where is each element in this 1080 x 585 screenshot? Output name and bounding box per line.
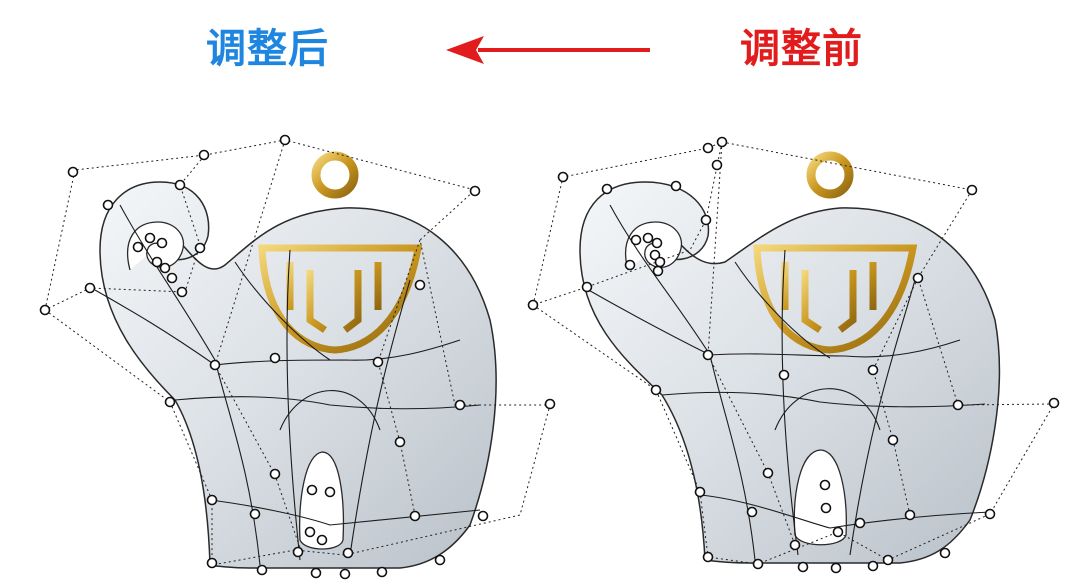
left-arrow-icon	[446, 36, 650, 64]
gold-ring-icon	[311, 151, 359, 199]
gold-emblem-icon	[753, 211, 918, 354]
pendant-before	[527, 136, 1060, 574]
gold-emblem-icon	[258, 211, 423, 354]
gold-ring-icon	[806, 151, 854, 199]
label-before: 调整前	[740, 26, 863, 72]
pendant-after	[39, 134, 556, 580]
label-after: 调整后	[206, 26, 329, 72]
